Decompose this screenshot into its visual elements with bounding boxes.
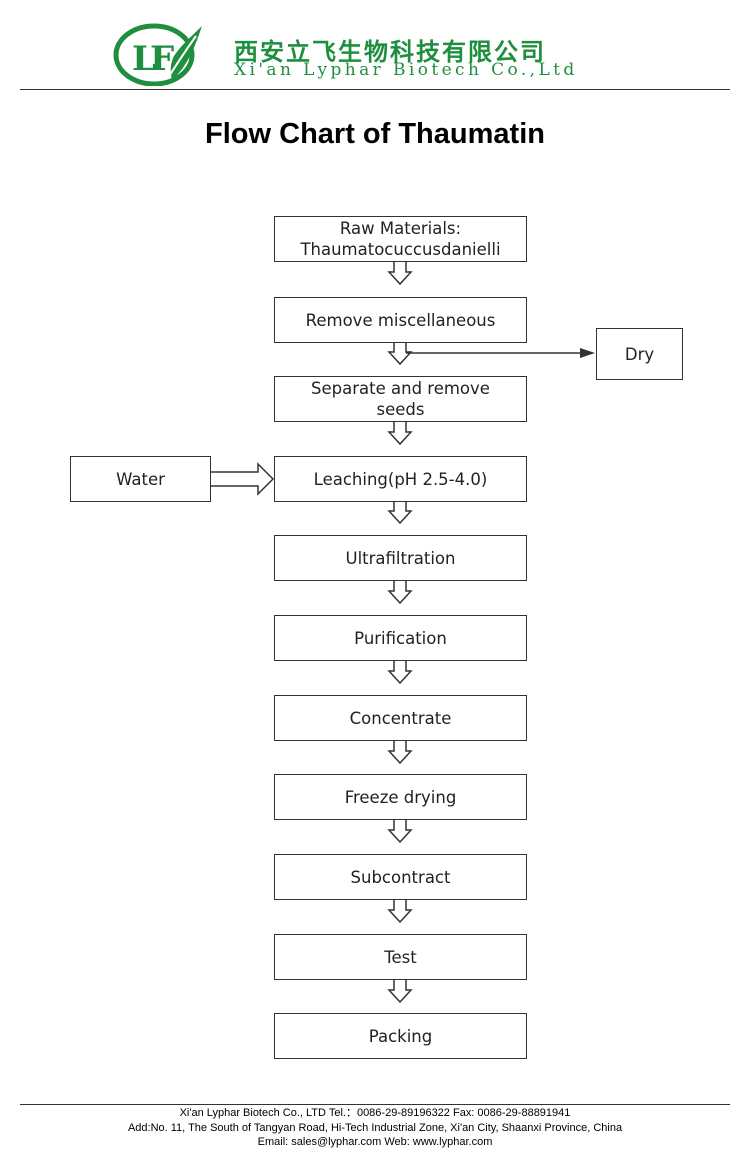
arrow-down-10 — [388, 979, 412, 1003]
arrow-down-8 — [388, 819, 412, 843]
arrow-down-3 — [388, 421, 412, 445]
side-input-label: Water — [116, 469, 165, 489]
page-title: Flow Chart of Thaumatin — [205, 118, 545, 150]
svg-text:F: F — [150, 39, 174, 79]
step-label: Ultrafiltration — [345, 548, 456, 568]
step-label: Separate and remove — [311, 379, 490, 398]
step-remove-miscellaneous: Remove miscellaneous — [274, 297, 527, 343]
step-label: Purification — [354, 628, 447, 648]
arrow-down-7 — [388, 740, 412, 764]
step-label: Raw Materials: — [339, 219, 462, 238]
step-label: Subcontract — [350, 867, 451, 887]
arrow-down-5 — [388, 580, 412, 604]
header-divider — [20, 89, 730, 90]
svg-text:L: L — [132, 39, 156, 79]
step-label: Test — [384, 947, 417, 967]
step-test: Test — [274, 934, 527, 980]
step-subcontract: Subcontract — [274, 854, 527, 900]
step-concentrate: Concentrate — [274, 695, 527, 741]
arrow-down-9 — [388, 899, 412, 923]
dry-branch-arrowhead — [580, 348, 595, 358]
footer-divider — [20, 1104, 730, 1105]
step-packing: Packing — [274, 1013, 527, 1059]
water-input-arrow — [211, 462, 275, 496]
arrow-down-6 — [388, 660, 412, 684]
arrow-down-4 — [388, 500, 412, 524]
step-separate-seeds: Separate and remove seeds — [274, 376, 527, 422]
step-label: Packing — [368, 1026, 433, 1046]
footer-web-line: Email: sales@lyphar.com Web: www.lyphar.… — [257, 1136, 493, 1148]
step-label: seeds — [376, 400, 425, 419]
side-output-dry: Dry — [596, 328, 683, 380]
step-label: Concentrate — [349, 708, 452, 728]
step-label: Thaumatocuccusdanielli — [300, 240, 501, 259]
step-leaching: Leaching(pH 2.5-4.0) — [274, 456, 527, 502]
arrow-down-1 — [388, 261, 412, 285]
letterhead-header: L F 西安立飞生物科技有限公司 Xi'an Lyphar Biotech Co… — [0, 0, 750, 90]
footer-address-line: Add:No. 11, The South of Tangyan Road, H… — [127, 1121, 623, 1134]
company-name-english: Xi'an Lyphar Biotech Co.,Ltd — [234, 60, 578, 80]
footer-contact-line: Xi'an Lyphar Biotech Co., LTD Tel.：0086-… — [179, 1107, 571, 1119]
step-label: Remove miscellaneous — [305, 310, 496, 330]
letterhead-footer: Xi'an Lyphar Biotech Co., LTD Tel.：0086-… — [0, 1106, 750, 1150]
step-raw-materials: Raw Materials: Thaumatocuccusdanielli — [274, 216, 527, 262]
step-purification: Purification — [274, 615, 527, 661]
step-ultrafiltration: Ultrafiltration — [274, 535, 527, 581]
step-label: Leaching(pH 2.5-4.0) — [313, 469, 488, 489]
side-output-label: Dry — [624, 344, 655, 364]
step-freeze-drying: Freeze drying — [274, 774, 527, 820]
step-label: Freeze drying — [344, 787, 457, 807]
company-logo: L F — [113, 23, 202, 86]
company-name-chinese: 西安立飞生物科技有限公司 — [234, 38, 546, 66]
side-input-water: Water — [70, 456, 211, 502]
